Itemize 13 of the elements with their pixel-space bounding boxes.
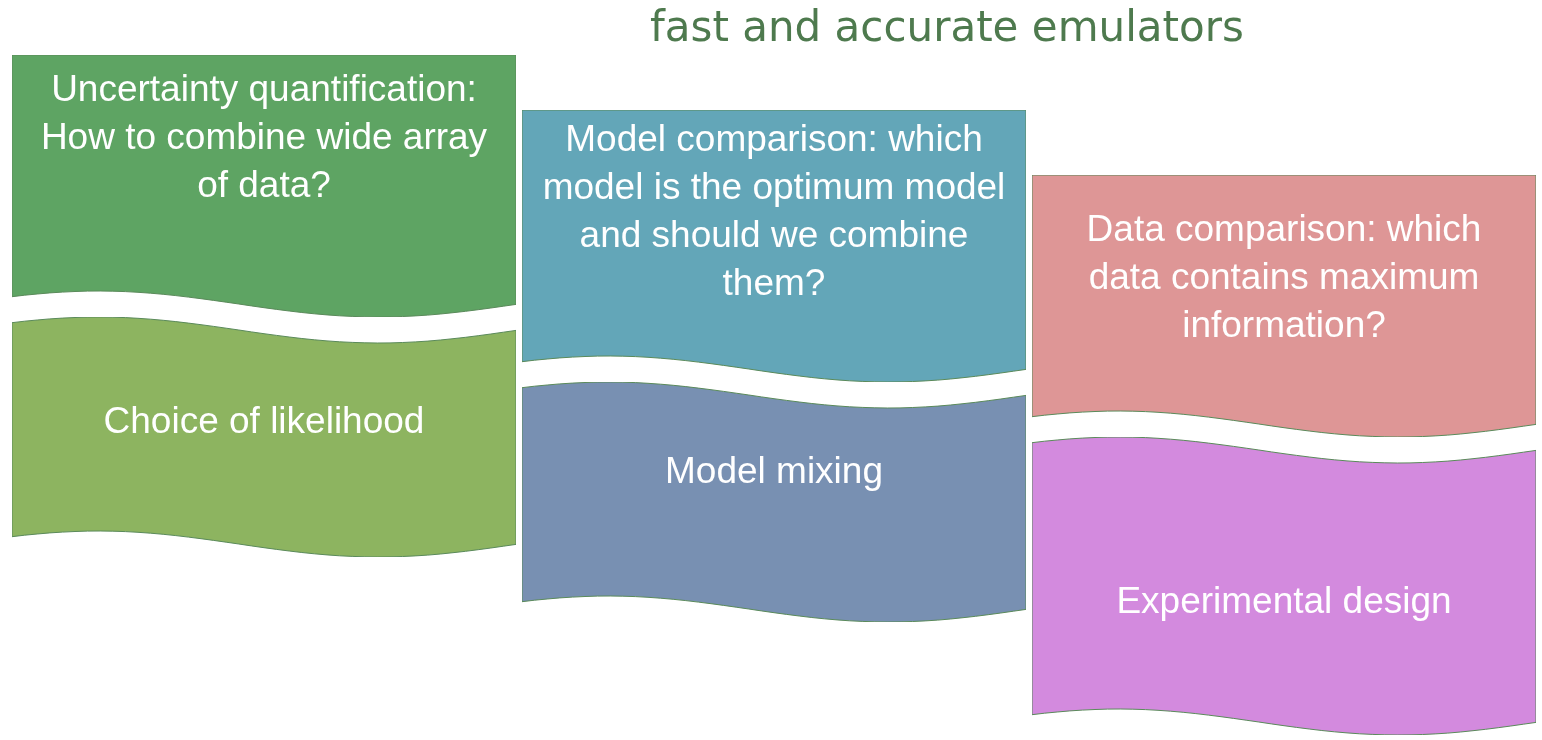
banner-text: Uncertainty quantification: How to combine wide array of data? [39, 67, 489, 208]
heading-text: fast and accurate emulators [650, 2, 1244, 51]
banner-text: Experimental design [1115, 579, 1453, 623]
wavy-banner [522, 110, 1026, 382]
banner-text: Data comparison: which data contains maximum information? [1085, 207, 1483, 348]
wavy-banner [12, 317, 516, 557]
wavy-banner [1032, 437, 1536, 735]
wavy-banner [12, 55, 516, 317]
wavy-banner [522, 382, 1026, 622]
banner-text: Model comparison: which model is the optimum model and should we combine them? [542, 117, 1006, 306]
banner-text: Model mixing [664, 449, 884, 493]
wavy-banner [1032, 175, 1536, 437]
banner-text: Choice of likelihood [102, 399, 426, 443]
